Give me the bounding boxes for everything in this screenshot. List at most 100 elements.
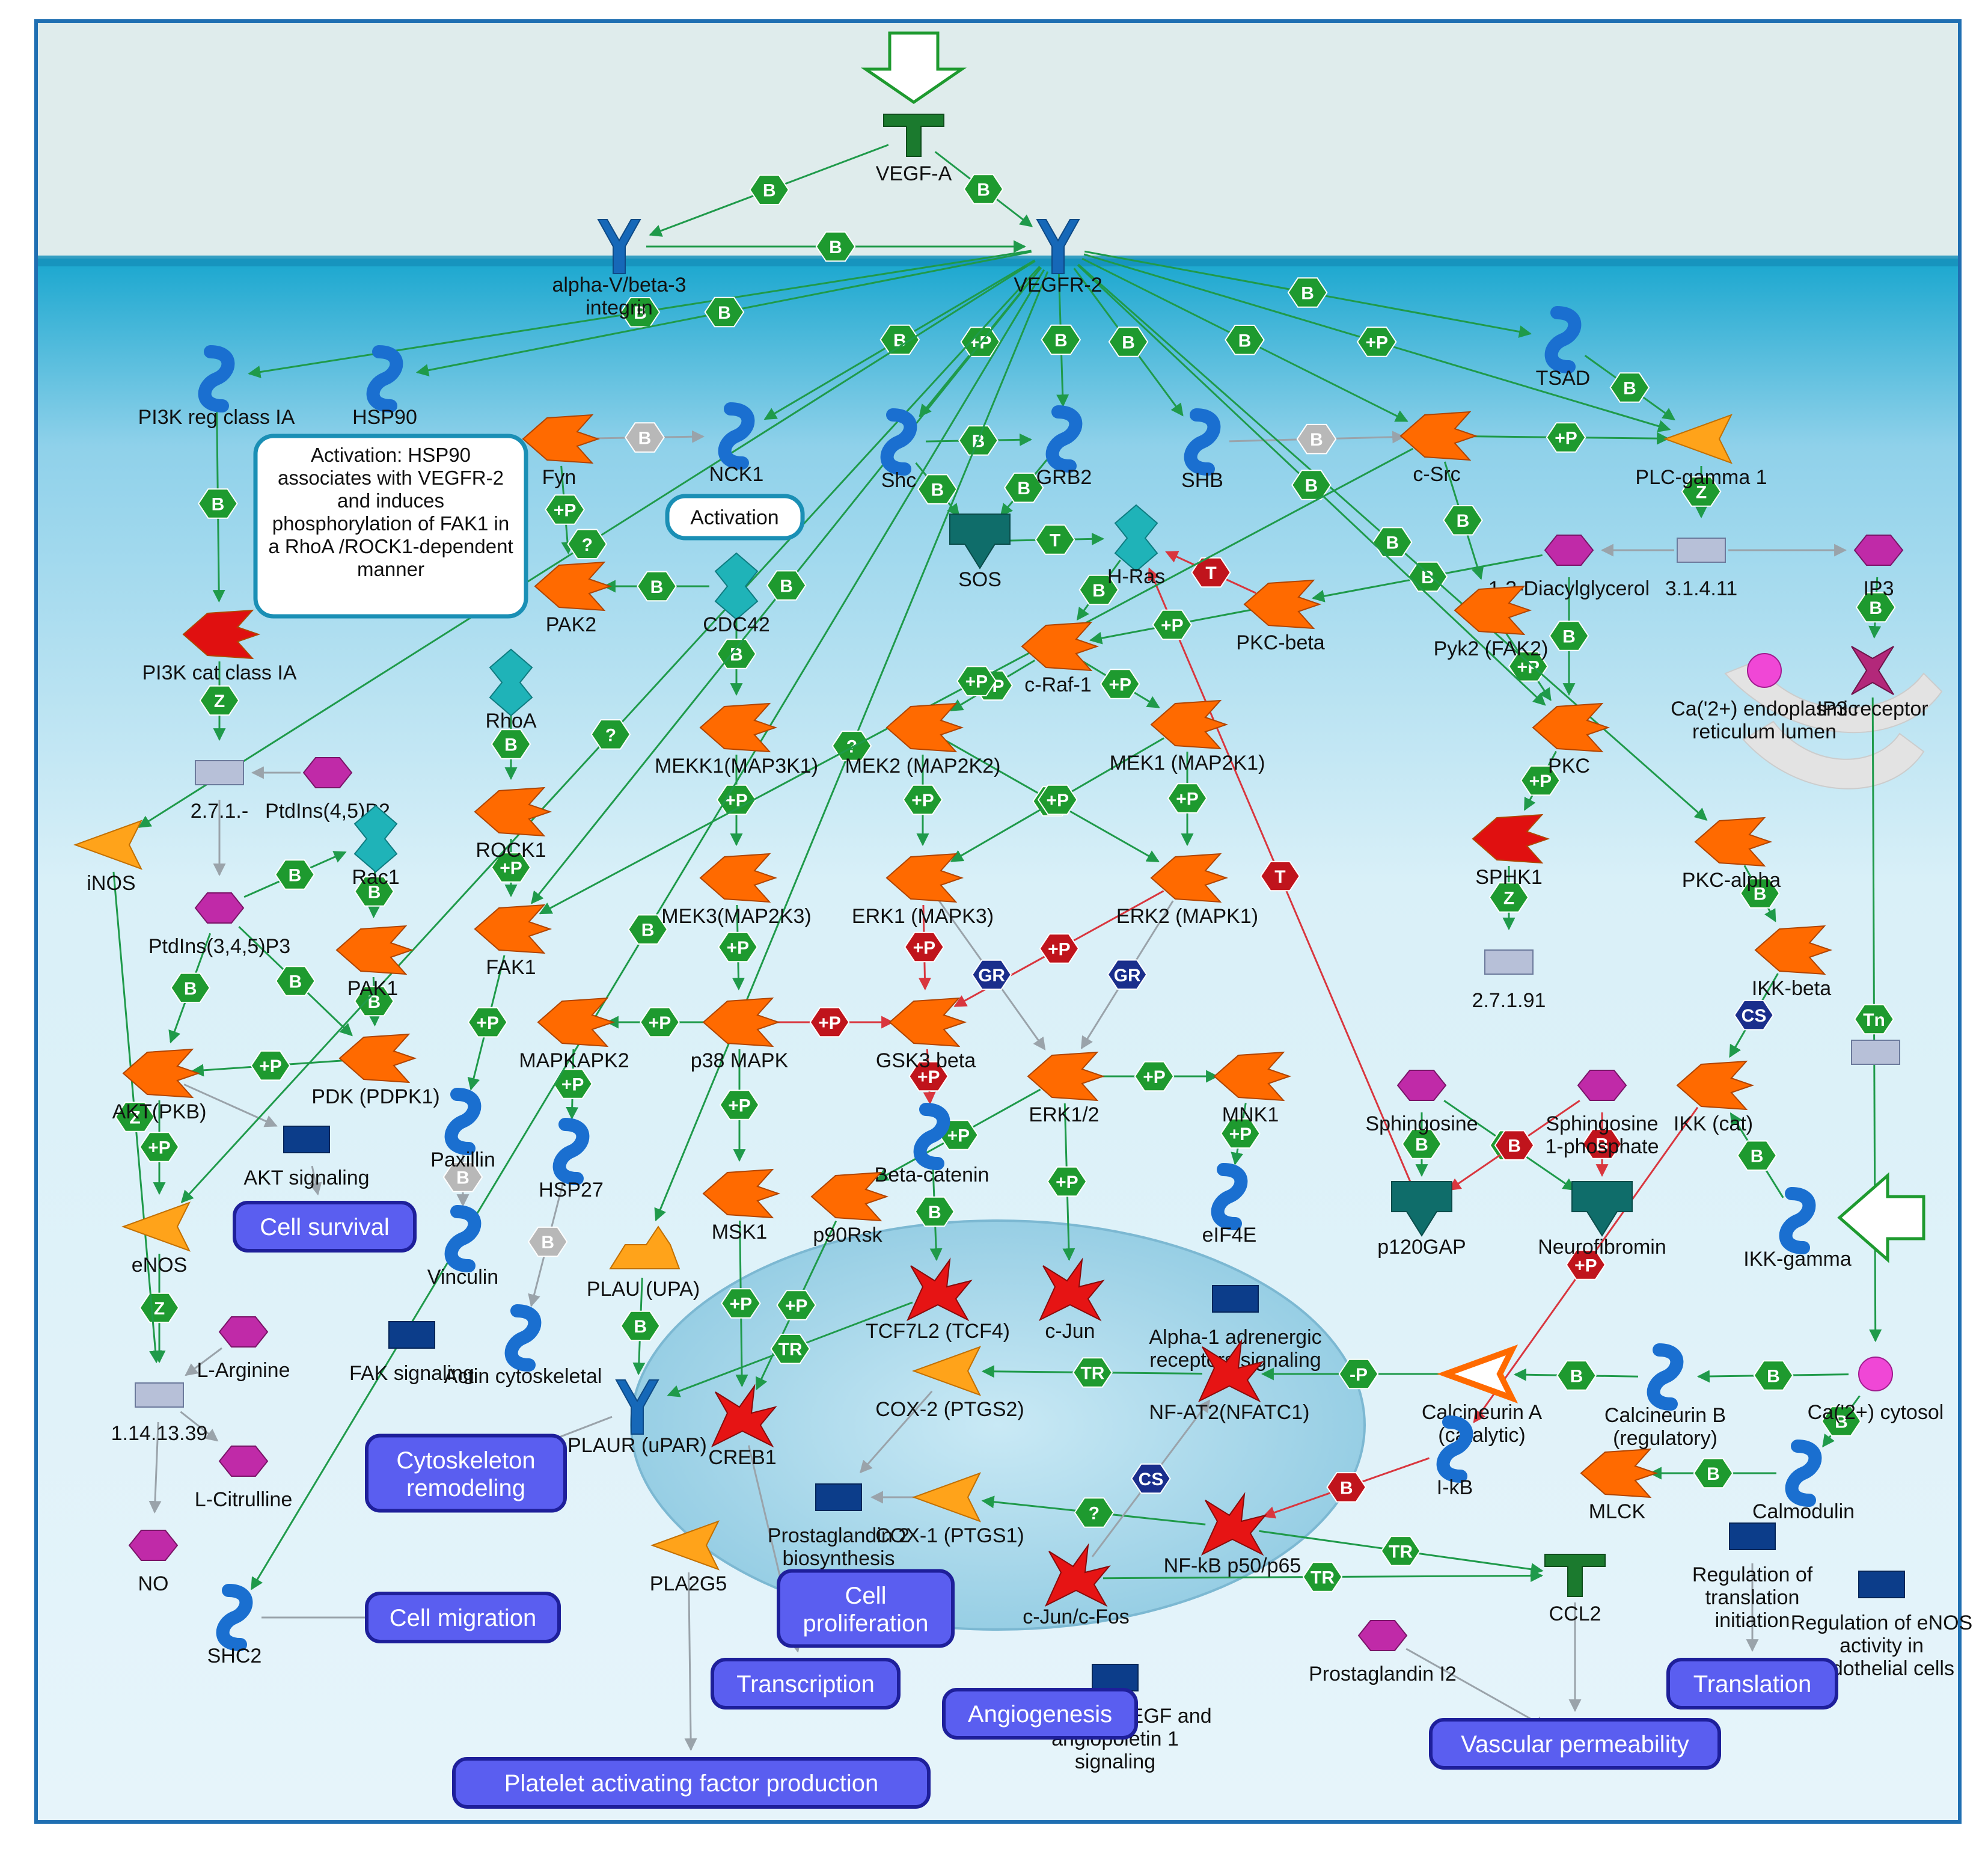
node-ip3[interactable]: IP3: [1853, 535, 1904, 600]
node-rock1[interactable]: ROCK1: [474, 787, 552, 862]
process-p_vascular[interactable]: Vascular permeability: [1429, 1718, 1721, 1770]
node-cjun[interactable]: c-Jun: [1038, 1257, 1105, 1343]
node-sphingosine[interactable]: Sphingosine: [1365, 1070, 1478, 1135]
node-aktpkb[interactable]: AKT(PKB): [112, 1048, 207, 1123]
node-erk1[interactable]: ERK1 (MAPK3): [852, 853, 994, 928]
node-tsad[interactable]: TSAD: [1536, 306, 1591, 390]
process-p_survival[interactable]: Cell survival: [233, 1201, 417, 1253]
node-msk1[interactable]: MSK1: [702, 1168, 781, 1243]
node-eif4e[interactable]: eIF4E: [1202, 1163, 1257, 1246]
node-hsp90[interactable]: HSP90: [352, 345, 417, 429]
node-craf1[interactable]: c-Raf-1: [1021, 621, 1100, 696]
node-ca_cytosol[interactable]: Ca('2+) cytosol: [1808, 1357, 1944, 1424]
node-neurofibromin[interactable]: Neurofibromin: [1538, 1181, 1666, 1259]
process-p_translation[interactable]: Translation: [1666, 1658, 1838, 1709]
node-plau[interactable]: PLAU (UPA): [587, 1225, 700, 1301]
node-paxillin[interactable]: Paxillin: [430, 1088, 495, 1171]
node-ec271[interactable]: 2.7.1.-: [191, 760, 248, 823]
node-grb2[interactable]: GRB2: [1036, 405, 1092, 489]
node-nfat2[interactable]: NF-AT2(NFATC1): [1149, 1338, 1310, 1424]
node-pdk[interactable]: PDK (PDPK1): [311, 1033, 440, 1108]
node-betacat[interactable]: Beta-catenin: [875, 1103, 989, 1186]
node-rhoa[interactable]: RhoA: [485, 648, 537, 732]
node-ec1141339[interactable]: 1.14.13.39: [111, 1382, 208, 1445]
node-plcg1[interactable]: PLC-gamma 1: [1635, 414, 1767, 489]
node-shc2[interactable]: SHC2: [207, 1584, 262, 1667]
node-calmodulin[interactable]: Calmodulin: [1752, 1440, 1855, 1523]
node-calcA[interactable]: Calcineurin A(catalytic): [1422, 1345, 1543, 1447]
node-mapkapk2[interactable]: MAPKAPK2: [519, 997, 629, 1072]
node-aktsig[interactable]: AKT signaling: [243, 1126, 370, 1189]
node-sphk1[interactable]: SPHK1: [1472, 814, 1550, 889]
node-pgi2[interactable]: Prostaglandin I2: [1309, 1620, 1457, 1685]
node-fak1[interactable]: FAK1: [474, 904, 552, 979]
node-erk12[interactable]: ERK1/2: [1027, 1051, 1106, 1126]
node-hsp27[interactable]: HSP27: [539, 1118, 604, 1201]
node-mek3[interactable]: MEK3(MAP2K3): [661, 853, 812, 928]
node-pkc[interactable]: PKC: [1532, 702, 1610, 777]
node-pkcbeta[interactable]: PKC-beta: [1236, 579, 1325, 654]
node-vegfa[interactable]: VEGF-A: [876, 114, 952, 185]
node-lcitrulline[interactable]: L-Citrulline: [195, 1446, 293, 1511]
node-ip3r[interactable]: IP3 receptor: [1817, 646, 1928, 720]
node-actin[interactable]: Actin cytoskeletal: [444, 1304, 602, 1388]
node-pi3kreg[interactable]: PI3K reg class IA: [138, 345, 295, 429]
node-ec27191[interactable]: 2.7.1.91: [1472, 949, 1546, 1012]
node-shb[interactable]: SHB: [1181, 408, 1223, 492]
node-mnk1[interactable]: MNK1: [1213, 1051, 1292, 1126]
node-p38[interactable]: p38 MAPK: [691, 997, 789, 1072]
node-cdc42[interactable]: CDC42: [703, 552, 770, 636]
node-fak_sig[interactable]: FAK signaling: [349, 1321, 474, 1385]
node-larginine[interactable]: L-Arginine: [197, 1316, 290, 1382]
process-p_platelet[interactable]: Platelet activating factor production: [452, 1757, 931, 1809]
node-csrc[interactable]: c-Src: [1399, 411, 1478, 486]
node-pkcalpha[interactable]: PKC-alpha: [1682, 817, 1781, 892]
node-ptdins345[interactable]: PtdIns(3,4,5)P3: [148, 892, 290, 958]
node-nfkb[interactable]: NF-kB p50/p65: [1164, 1492, 1301, 1577]
node-ikkbeta[interactable]: IKK-beta: [1752, 925, 1833, 1000]
node-shc[interactable]: Shc: [880, 408, 917, 492]
node-mek2[interactable]: MEK2 (MAP2K2): [845, 702, 1001, 777]
node-calcB[interactable]: Calcineurin B(regulatory): [1604, 1343, 1726, 1450]
node-cox2[interactable]: COX-2 (PTGS2): [875, 1346, 1024, 1421]
node-ikkcat[interactable]: IKK (cat): [1674, 1060, 1755, 1135]
node-tcf7l2[interactable]: TCF7L2 (TCF4): [866, 1257, 1010, 1343]
node-ec31411[interactable]: 3.1.4.11: [1665, 538, 1737, 600]
node-pi3kcat[interactable]: PI3K cat class IA: [142, 609, 297, 684]
node-sos[interactable]: SOS: [949, 514, 1011, 591]
node-inos[interactable]: iNOS: [73, 820, 143, 895]
node-ikb[interactable]: I-kB: [1436, 1415, 1473, 1499]
node-vinculin[interactable]: Vinculin: [427, 1205, 498, 1289]
node-ccl2[interactable]: CCL2: [1544, 1554, 1606, 1625]
node-plaur[interactable]: PLAUR (uPAR): [567, 1379, 707, 1457]
node-mek1[interactable]: MEK1 (MAP2K1): [1110, 699, 1265, 774]
node-mlck[interactable]: MLCK: [1580, 1448, 1659, 1523]
node-erk2[interactable]: ERK2 (MAPK1): [1116, 853, 1258, 928]
node-pyk2[interactable]: Pyk2 (FAK2): [1434, 585, 1549, 660]
node-fyn[interactable]: Fyn: [522, 414, 601, 489]
node-enos[interactable]: eNOS: [121, 1201, 191, 1277]
node-p90rsk[interactable]: p90Rsk: [810, 1171, 889, 1246]
node-gsk3b[interactable]: GSK3 beta: [876, 997, 976, 1072]
node-vegfr2[interactable]: VEGFR-2: [1014, 219, 1103, 296]
node-cox1[interactable]: COX-1 (PTGS1): [875, 1472, 1024, 1547]
node-pak1[interactable]: PAK1: [335, 925, 414, 1000]
node-mekk1[interactable]: MEKK1(MAP3K1): [655, 702, 818, 777]
node-hras[interactable]: H-Ras: [1107, 504, 1165, 588]
node-cjuncfos[interactable]: c-Jun/c-Fos: [1023, 1543, 1130, 1628]
node-pak2[interactable]: PAK2: [534, 561, 613, 636]
node-p120gap[interactable]: p120GAP: [1377, 1181, 1466, 1259]
process-p_angio[interactable]: Angiogenesis: [942, 1688, 1138, 1740]
process-p_migration[interactable]: Cell migration: [365, 1592, 561, 1643]
node-no[interactable]: NO: [128, 1530, 179, 1595]
node-nck1[interactable]: NCK1: [709, 402, 764, 486]
process-p_transcription[interactable]: Transcription: [711, 1658, 901, 1709]
